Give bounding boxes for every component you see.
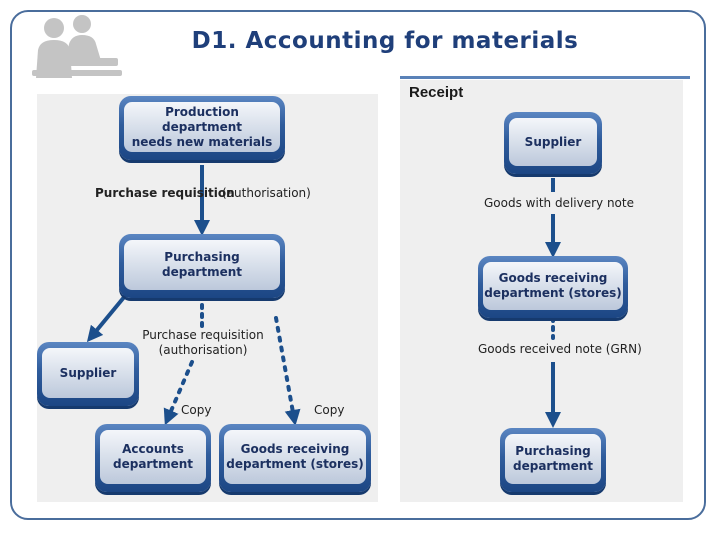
receipt-heading: Receipt [409,84,464,101]
node-accounts-department: Accounts department [95,424,211,492]
label-copy-goods-receiving: Copy [314,403,345,417]
label-goods-received-note: Goods received note (GRN) [478,342,642,356]
node-purchasing-department: Purchasing department [119,234,285,298]
business-people-logo-icon [32,15,122,78]
node-goods-receiving-left: Goods receiving department (stores) [219,424,371,492]
dotted-arrow-to-goods-receiving [274,316,301,426]
node-supplier-right: Supplier [504,112,602,174]
label-copy-accounts: Copy [181,403,212,417]
node-goods-receiving-right: Goods receiving department (stores) [478,256,628,318]
dotted-arrow-to-accounts [163,360,194,426]
label-purchase-requisition-copy: Purchase requisition (authorisation) [142,328,264,357]
node-supplier-left: Supplier [37,342,139,406]
slide-title: D1. Accounting for materials [191,28,579,54]
node-production-department: Production department needs new material… [119,96,285,160]
arrow-purchasing-to-supplier [86,288,132,343]
label-purchase-requisition: Purchase requisition [95,186,235,200]
node-purchasing-department-right: Purchasing department [500,428,606,492]
title-rule [400,76,690,79]
label-goods-with-delivery-note: Goods with delivery note [484,196,634,210]
label-authorisation: (authorisation) [222,186,311,200]
